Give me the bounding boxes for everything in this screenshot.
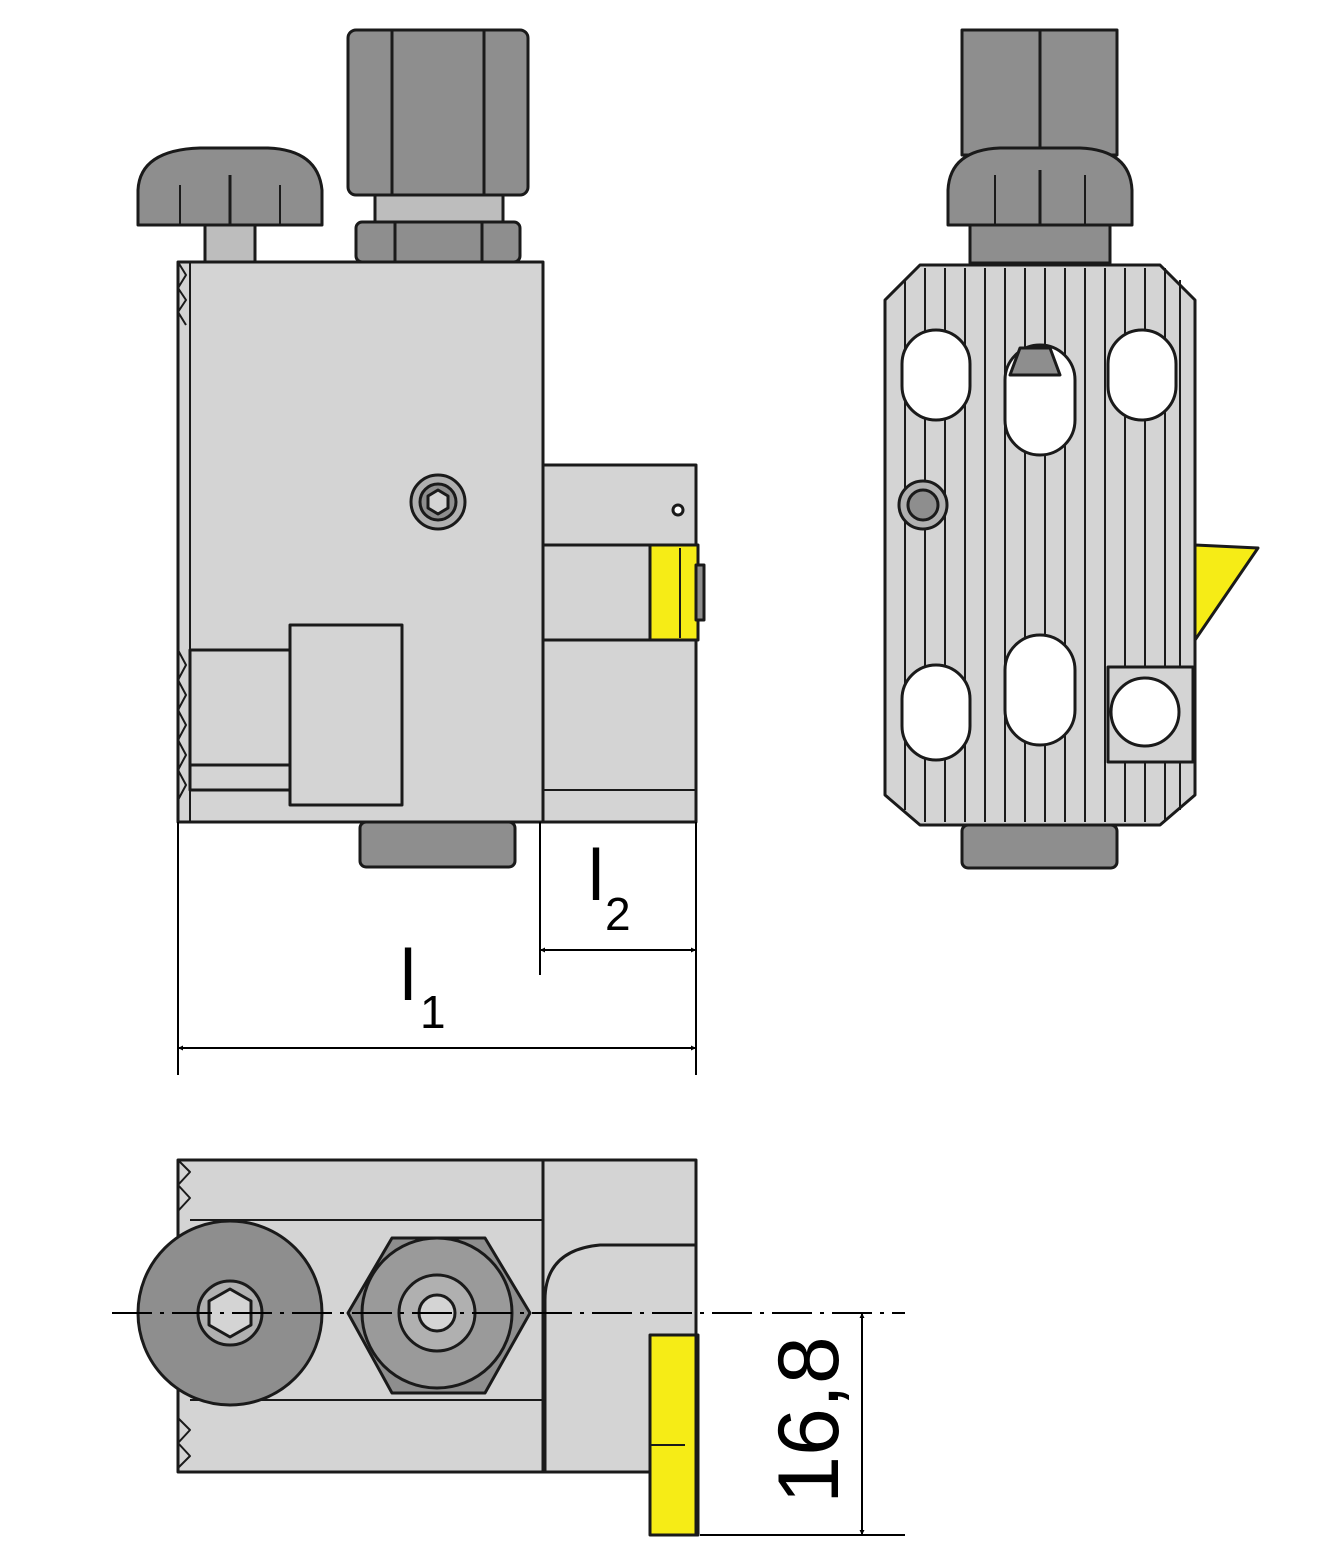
side-view [883,28,1260,870]
l2-subscript: 2 [605,888,631,940]
l1-letter: l [400,936,416,1016]
dimension-l2-label: l 2 [588,836,631,940]
clamp-knob [136,146,324,264]
coolant-block [288,623,404,807]
round-screw-head [136,1219,324,1407]
dimension-lines [112,822,905,1536]
cutting-insert [648,543,706,642]
l2-letter: l [588,836,604,916]
l1-subscript: 1 [420,986,446,1038]
cartridge [541,463,698,824]
dimension-height-label: 16,8 [761,1336,857,1503]
front-view [136,28,706,869]
dimension-l1-label: l 1 [400,936,446,1038]
socket-screw [409,473,467,531]
hex-fitting [346,28,530,264]
top-view [136,1158,700,1537]
